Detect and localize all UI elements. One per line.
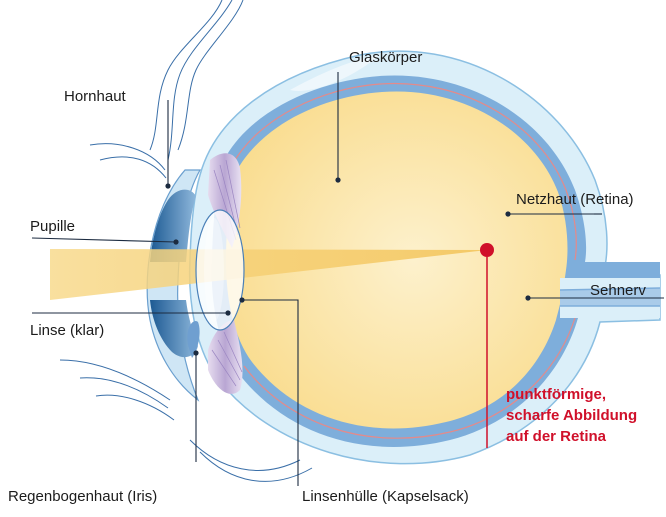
label-pupille: Pupille xyxy=(30,218,75,236)
focal-point xyxy=(480,243,494,257)
focus-note-line1: punktförmige, xyxy=(506,384,637,405)
focus-note: punktförmige, scharfe Abbildung auf der … xyxy=(506,384,637,447)
label-linse: Linse (klar) xyxy=(30,322,104,340)
label-hornhaut: Hornhaut xyxy=(64,88,126,106)
label-glaskoerper: Glaskörper xyxy=(349,49,422,67)
focus-note-line3: auf der Retina xyxy=(506,426,637,447)
focus-note-line2: scharfe Abbildung xyxy=(506,405,637,426)
label-kapselsack: Linsenhülle (Kapselsack) xyxy=(302,488,469,506)
lens xyxy=(196,210,244,330)
label-sehnerv: Sehnerv xyxy=(590,282,646,300)
label-netzhaut: Netzhaut (Retina) xyxy=(516,191,634,209)
label-iris: Regenbogenhaut (Iris) xyxy=(8,488,157,506)
